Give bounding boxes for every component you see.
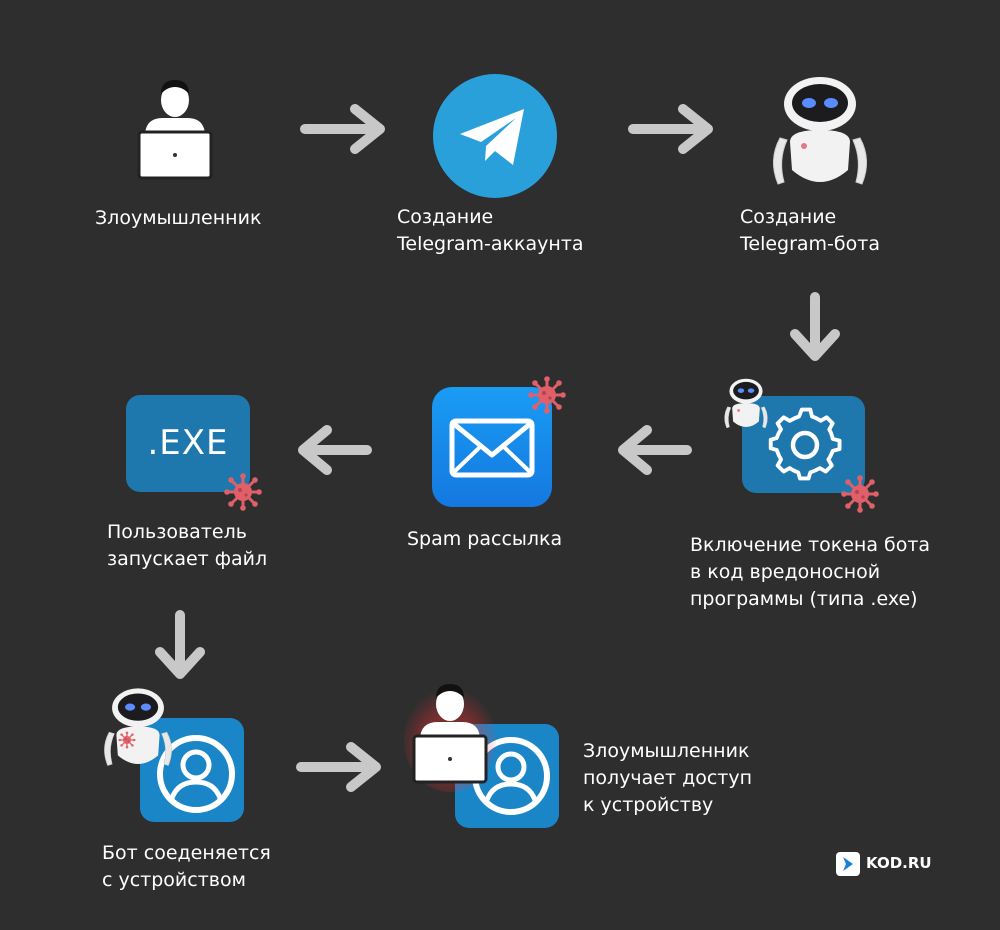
bot-connects-label-line-2: с устройством bbox=[102, 869, 246, 891]
mail-icon bbox=[432, 387, 552, 507]
exe-file-text: .EXE bbox=[147, 423, 229, 463]
hacker-laptop-icon bbox=[404, 682, 496, 792]
spam-label-line-1: Spam рассылка bbox=[407, 528, 563, 550]
arrow-right-1 bbox=[300, 104, 385, 154]
user-runs-label-line-2: запускает файл bbox=[107, 548, 268, 570]
exe-file-tile: .EXE bbox=[126, 395, 250, 492]
virus-icon bbox=[117, 730, 137, 750]
attacker-label-line-1: Злоумышленник bbox=[95, 207, 262, 229]
token-label-line-1: Включение токена бота bbox=[690, 534, 931, 556]
virus-icon bbox=[222, 471, 264, 513]
telegram-bot-label: Создание Telegram-бота bbox=[740, 204, 880, 258]
arrow-left-2 bbox=[618, 425, 692, 475]
attacker-label: Злоумышленник bbox=[95, 205, 261, 232]
gear-icon bbox=[768, 407, 842, 481]
access-label-line-3: к устройству bbox=[583, 794, 714, 816]
gear-tile bbox=[742, 396, 865, 493]
virus-icon bbox=[526, 374, 568, 416]
bot-connects-label: Бот соеденяется с устройством bbox=[102, 840, 271, 894]
access-label-line-1: Злоумышленник bbox=[583, 740, 750, 762]
robot-icon bbox=[724, 378, 768, 429]
telegram-account-label-line-2: Telegram-аккаунта bbox=[397, 233, 584, 255]
telegram-icon bbox=[433, 74, 557, 198]
telegram-bot-label-line-2: Telegram-бота bbox=[740, 233, 880, 255]
arrow-down-2 bbox=[155, 610, 205, 679]
arrow-right-2 bbox=[628, 104, 713, 154]
kod-logo-icon bbox=[836, 852, 860, 876]
mail-node bbox=[432, 387, 552, 507]
telegram-node bbox=[432, 73, 558, 199]
arrow-left-1 bbox=[298, 425, 372, 475]
bot-connects-label-line-1: Бот соеденяется bbox=[102, 842, 271, 864]
token-label-line-2: в код вредоносной bbox=[690, 561, 881, 583]
spam-label: Spam рассылка bbox=[407, 526, 562, 553]
virus-icon bbox=[839, 473, 881, 515]
robot-icon bbox=[104, 688, 172, 766]
telegram-account-label-line-1: Создание bbox=[397, 206, 494, 228]
telegram-bot-label-line-1: Создание bbox=[740, 206, 837, 228]
attacker-node bbox=[130, 78, 220, 190]
robot-icon bbox=[772, 76, 868, 185]
bot-node bbox=[770, 72, 870, 197]
telegram-account-label: Создание Telegram-аккаунта bbox=[397, 204, 584, 258]
user-runs-label: Пользователь запускает файл bbox=[107, 519, 267, 573]
token-label-line-3: программы (типа .exe) bbox=[690, 588, 918, 610]
hacker-laptop-icon bbox=[137, 78, 213, 180]
arrow-down-1 bbox=[790, 292, 840, 361]
brand-text: KOD.RU bbox=[866, 854, 932, 872]
brand-logo: KOD.RU bbox=[836, 852, 932, 878]
access-label: Злоумышленник получает доступ к устройст… bbox=[583, 738, 752, 819]
user-runs-label-line-1: Пользователь bbox=[107, 521, 247, 543]
access-label-line-2: получает доступ bbox=[583, 767, 753, 789]
arrow-right-3 bbox=[296, 742, 381, 792]
token-label: Включение токена бота в код вредоносной … bbox=[690, 532, 930, 613]
